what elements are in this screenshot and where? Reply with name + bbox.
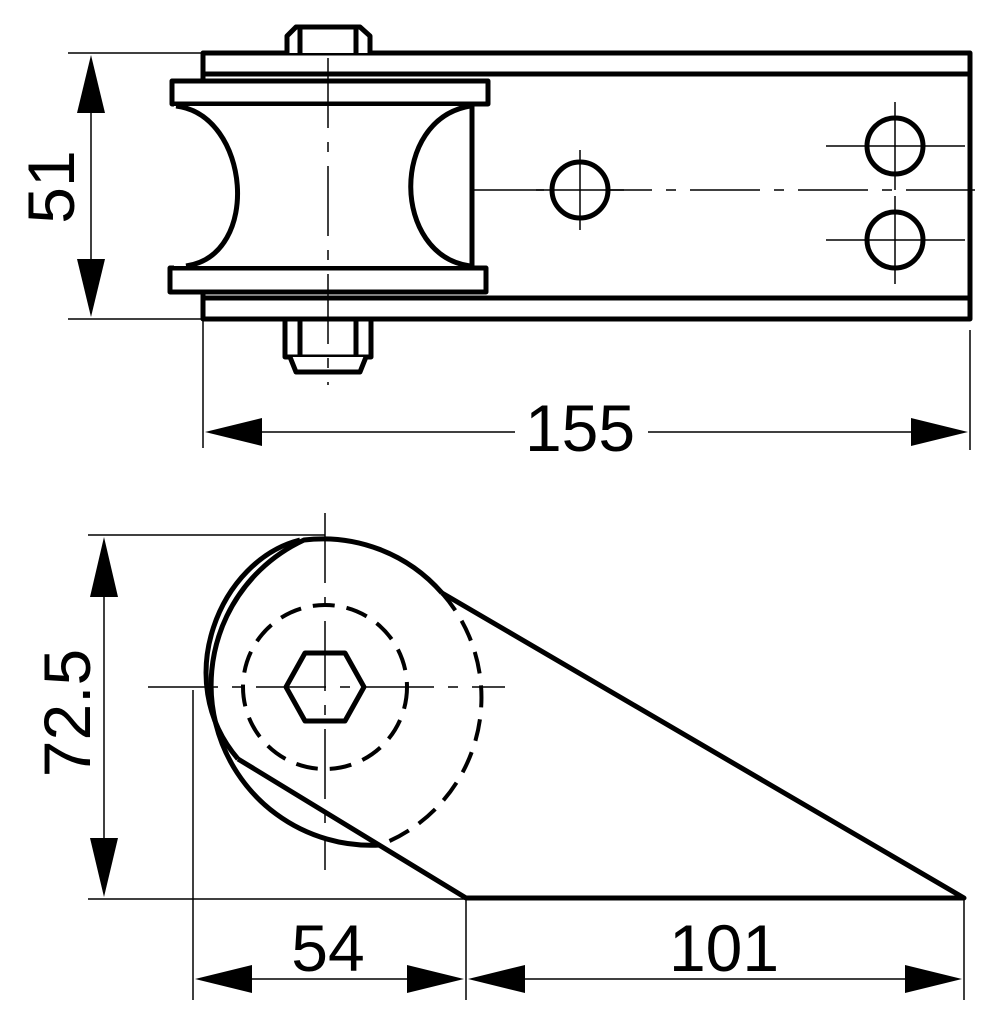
roller-groove-curve xyxy=(203,537,301,761)
arrow-head xyxy=(205,418,262,446)
arrow-head xyxy=(77,259,105,317)
bracket-plate xyxy=(236,590,967,901)
top-view: 51 155 xyxy=(14,24,975,465)
arrow-head xyxy=(468,965,525,993)
roller-top-flange xyxy=(169,78,491,107)
arrow-head xyxy=(77,55,105,113)
bracket-bottom-strip xyxy=(200,295,973,322)
arrow-head xyxy=(195,965,252,993)
dimension-length-total: 155 xyxy=(525,391,635,465)
arrow-head xyxy=(905,965,962,993)
side-view: 72.5 54 101 xyxy=(30,513,967,1000)
roller-outline xyxy=(208,536,444,848)
bracket-top-strip xyxy=(200,50,973,77)
roller-right-profile xyxy=(408,103,471,269)
arrow-head xyxy=(407,965,464,993)
top-hex-nut xyxy=(284,24,373,53)
arrow-head xyxy=(911,418,968,446)
roller-left-profile xyxy=(175,103,240,269)
dimension-height-top: 51 xyxy=(14,150,88,223)
roller-hidden-outline xyxy=(379,591,484,847)
dimension-height-side: 72.5 xyxy=(30,649,104,777)
dimension-offset-roller: 54 xyxy=(291,911,364,985)
dimension-base-length: 101 xyxy=(669,911,779,985)
arrow-head xyxy=(90,537,118,597)
arrow-head xyxy=(90,838,118,897)
